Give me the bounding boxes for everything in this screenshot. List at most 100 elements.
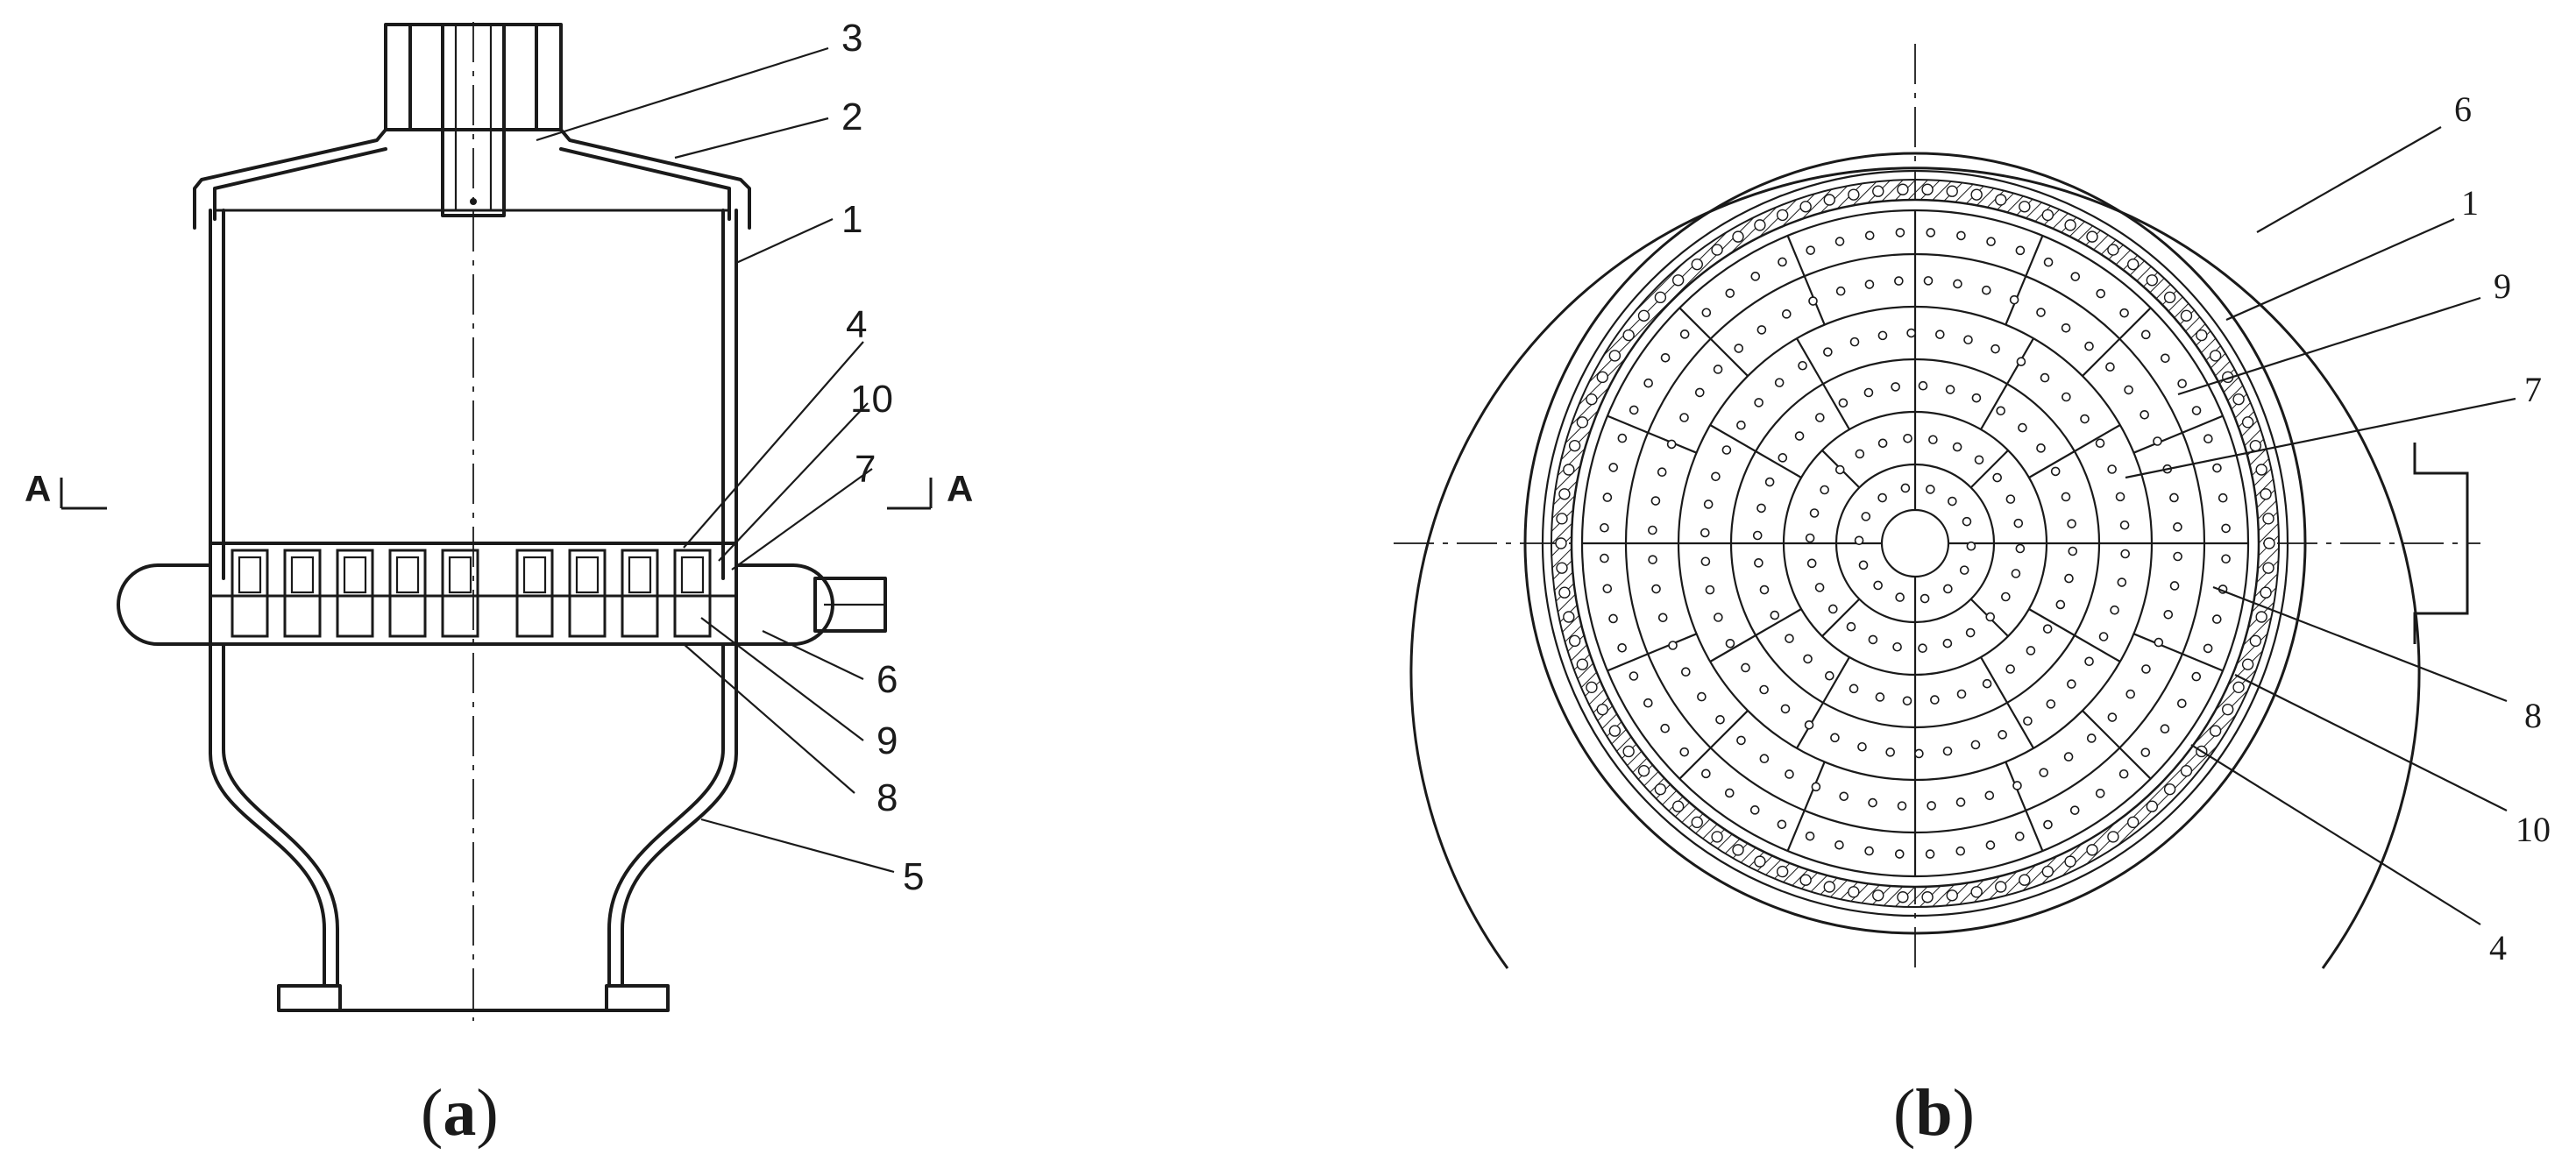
perforation-hole <box>2117 577 2127 587</box>
outer-band-cell <box>1754 219 1766 231</box>
distributor-slot <box>568 549 607 638</box>
leader-7 <box>731 468 873 570</box>
perforation-hole <box>1918 643 1927 653</box>
perforation-hole <box>1749 805 1760 815</box>
radial-spoke <box>1821 598 1861 637</box>
distributor-slot-window <box>575 556 600 594</box>
distributor-slot-window <box>395 556 420 594</box>
perforation-hole <box>1600 553 1609 563</box>
outer-band-cell <box>1848 188 1860 201</box>
perforation-hole <box>1868 634 1878 645</box>
perforation-hole <box>1806 245 1816 255</box>
perforation-hole <box>1928 435 1938 445</box>
perforation-hole <box>1752 530 1763 541</box>
perforation-hole <box>1780 704 1791 714</box>
outer-band-cell <box>2249 634 2262 648</box>
outer-band-cell <box>2086 230 2098 243</box>
distributor-band <box>209 542 738 646</box>
perforation-hole <box>2107 712 2118 722</box>
distributor-slot-window <box>628 556 652 594</box>
perforation-hole <box>1668 641 1678 650</box>
outer-band-cell <box>2041 209 2054 222</box>
perforation-hole <box>1923 276 1934 286</box>
radial-spoke <box>1709 710 1749 749</box>
perforation-hole <box>2012 781 2022 790</box>
radial-spoke <box>2028 608 2076 636</box>
perforation-hole <box>1701 769 1711 779</box>
outer-band-cell <box>2196 329 2208 342</box>
outer-band-cell <box>1946 889 1958 902</box>
perforation-hole <box>1834 840 1844 850</box>
perforation-hole <box>2086 733 2097 743</box>
perforation-hole <box>2014 832 2025 841</box>
cylinder-shell <box>209 209 738 580</box>
perforation-hole <box>1600 522 1609 533</box>
perforation-hole <box>2067 679 2076 689</box>
perforation-hole <box>1651 584 1661 594</box>
perforation-hole <box>2026 646 2036 655</box>
perforation-hole <box>1725 638 1735 648</box>
outer-band-cell <box>2232 393 2245 406</box>
perforation-hole <box>2173 551 2182 562</box>
perforation-hole <box>1885 747 1895 757</box>
distributor-slot <box>515 549 554 638</box>
perforation-hole <box>1985 840 1996 850</box>
outer-band-cell <box>2222 703 2234 716</box>
section-markers: A A <box>25 468 973 510</box>
perforation-hole <box>2042 624 2053 634</box>
label-a-7: 7 <box>855 448 876 491</box>
perforation-hole <box>2095 789 2105 798</box>
perforation-hole <box>1956 230 1966 241</box>
perforation-hole <box>2046 699 2056 709</box>
radial-spoke <box>1786 810 1806 852</box>
radial-spoke <box>2074 634 2121 662</box>
perforation-hole <box>2067 519 2076 528</box>
distributor-slot <box>336 549 374 638</box>
lower-body-right-outer <box>621 642 738 988</box>
outer-band-cell <box>1556 562 1568 574</box>
perforation-hole <box>2140 747 2151 757</box>
perforation-hole <box>1984 790 1995 801</box>
perforation-hole <box>2043 819 2053 830</box>
outer-band-cell <box>1622 745 1635 758</box>
outer-band-cell <box>2260 586 2272 599</box>
caption-b: (b) <box>1893 1076 1975 1150</box>
perforation-hole <box>1959 565 1969 575</box>
perforation-hole <box>2218 492 2228 503</box>
perforation-hole <box>1778 453 1788 463</box>
perforation-hole <box>1918 380 1928 391</box>
leaders-b <box>2125 126 2516 925</box>
radial-spoke <box>1678 747 1712 780</box>
perforation-hole <box>1897 801 1907 811</box>
outer-band-cell <box>1921 183 1934 195</box>
radial-spoke <box>1607 653 1649 672</box>
radial-spoke <box>2118 747 2152 780</box>
outer-band-cell <box>1970 886 1983 898</box>
perforation-hole <box>1849 684 1859 694</box>
outer-band-cell <box>1622 329 1635 342</box>
leader-9 <box>700 617 864 741</box>
distributor-slot-window <box>448 556 472 594</box>
perforation-hole <box>1981 285 1991 295</box>
perforation-hole <box>2098 632 2109 641</box>
outer-band-cell <box>1654 783 1667 796</box>
perforation-hole <box>2118 769 2129 779</box>
outer-band-cell <box>2249 439 2262 452</box>
perforation-hole <box>1925 849 1935 859</box>
caption-a: (a) <box>421 1076 499 1150</box>
distributor-slot-window <box>290 556 315 594</box>
perforation-hole <box>2125 689 2136 699</box>
top-nozzle <box>384 23 563 217</box>
outer-housing-arc <box>1409 166 2421 969</box>
perforation-hole <box>1903 434 1912 443</box>
perforation-hole <box>2120 549 2130 559</box>
outer-band-cell <box>1823 194 1835 206</box>
perforation-hole <box>1629 405 1639 415</box>
perforation-hole <box>2221 554 2231 564</box>
outer-band-cell <box>1555 537 1567 549</box>
perforation-hole <box>1863 387 1874 398</box>
perforation-hole <box>1770 610 1780 620</box>
outer-band-cell <box>1897 891 1909 903</box>
perforation-hole <box>1942 638 1953 648</box>
label-b-10: 10 <box>2516 810 2551 849</box>
